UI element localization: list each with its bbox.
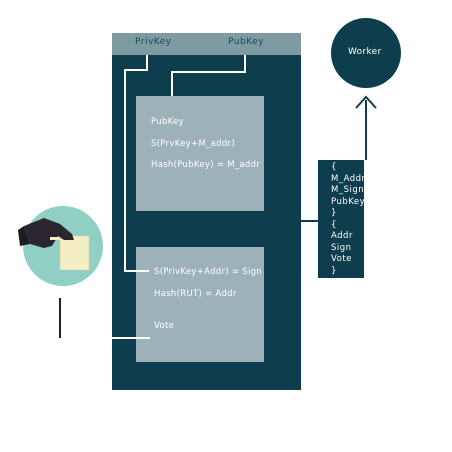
message-line: M_Sign	[331, 185, 365, 195]
voting-line-sign: S(PrivKey+Addr) = Sign	[154, 267, 263, 277]
message-line: PubKey	[331, 196, 366, 207]
hand-ballot-icon	[18, 218, 90, 271]
message-content: { M_Addr M_Sign PubKey } { Addr Sign Vot…	[331, 162, 366, 277]
message-line: Sign	[331, 242, 352, 253]
key-header-bar	[112, 33, 301, 55]
pubkey-wire	[171, 55, 246, 96]
message-line: }	[331, 265, 337, 276]
message-line: }	[331, 208, 337, 218]
pubkey-header-label: PubKey	[228, 37, 265, 47]
voting-line-vote: Vote	[154, 321, 175, 331]
privkey-wire	[124, 55, 149, 272]
message-line: {	[331, 219, 337, 230]
registration-line-signature: S(PrvKey+M_addr)	[151, 139, 235, 149]
registration-line-pubkey: PubKey	[151, 117, 184, 127]
registration-box	[136, 96, 264, 211]
voting-box	[136, 247, 264, 362]
worker-label: Worker	[348, 47, 382, 57]
message-line: M_Addr	[331, 173, 366, 184]
worker-node	[331, 18, 401, 88]
arrowhead-icon	[355, 95, 377, 109]
message-line: {	[331, 162, 337, 172]
message-box	[318, 160, 364, 278]
registration-line-hash: Hash(PubKey) = M_addr	[151, 160, 261, 170]
voting-line-addr: Hash(RUT) = Addr	[154, 289, 237, 299]
message-line: Addr	[331, 231, 353, 241]
message-line: Vote	[331, 254, 352, 264]
privkey-header-label: PrivKey	[135, 37, 172, 47]
